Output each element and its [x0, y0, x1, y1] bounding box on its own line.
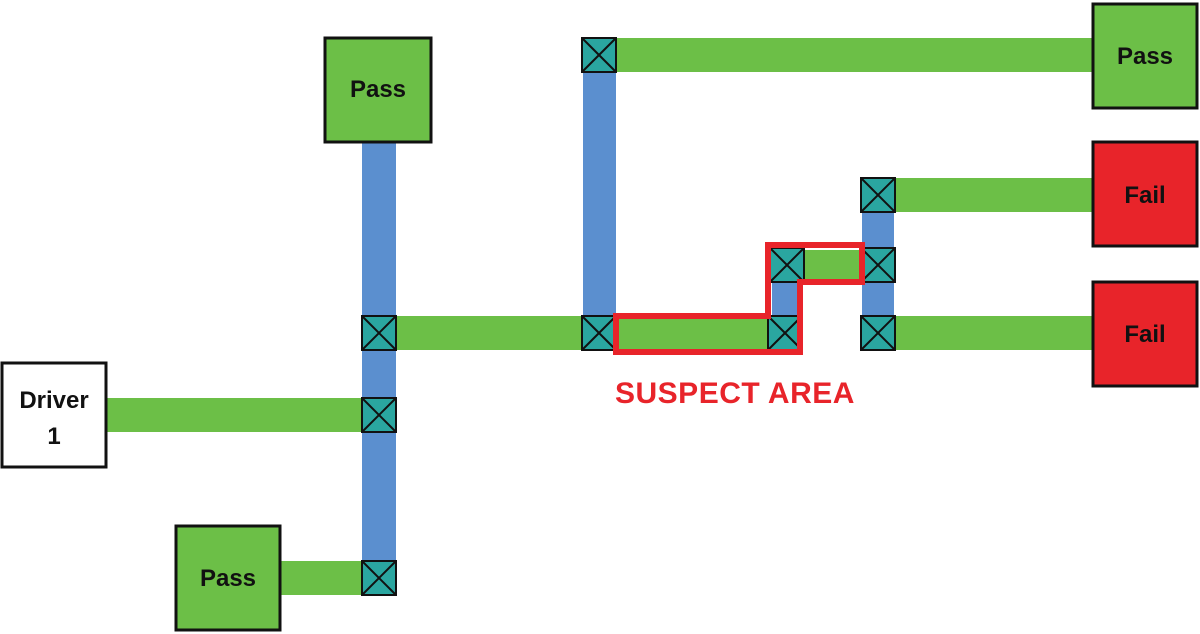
driver-label-line1: Driver [19, 387, 88, 414]
via-right-bottom [860, 315, 896, 351]
pass-label-top-left: Pass [350, 76, 406, 103]
fail-box-low-right [1091, 280, 1199, 388]
green-trace-suspect-lower [614, 316, 776, 350]
fail-label-low-right: Fail [1124, 321, 1165, 348]
green-trace-main-horizontal [390, 316, 588, 350]
via-suspect-lower [767, 315, 803, 351]
via-right-middle [860, 247, 896, 283]
driver-box [0, 361, 108, 469]
node-driver: Driver 1 [0, 361, 108, 469]
via-left-driver [361, 397, 397, 433]
via-right-top [860, 177, 896, 213]
pass-box-bottom-left [174, 524, 282, 632]
node-pass-top-right: Pass [1091, 2, 1199, 110]
green-trace-top-pass [614, 38, 1094, 72]
fail-label-mid-right: Fail [1124, 182, 1165, 209]
node-fail-low-right: Fail [1091, 280, 1199, 388]
pass-label-top-right: Pass [1117, 43, 1173, 70]
blue-traces [362, 52, 894, 590]
green-trace-suspect-upper [798, 250, 862, 280]
node-pass-top-left: Pass [323, 36, 433, 144]
via-left-bottom [361, 560, 397, 596]
via-left-main [361, 315, 397, 351]
green-trace-driver [106, 398, 368, 432]
driver-label-line2: 1 [47, 423, 60, 450]
fail-box-mid-right [1091, 140, 1199, 248]
via-middle-top [581, 37, 617, 73]
pass-box-top-left [323, 36, 433, 144]
green-trace-mid-fail [894, 178, 1094, 212]
suspect-area-outline [613, 242, 865, 355]
suspect-area-label: SUSPECT AREA [615, 377, 855, 410]
vias [361, 37, 896, 596]
pass-box-top-right [1091, 2, 1199, 110]
blue-trace-left-column [362, 140, 396, 590]
node-fail-mid-right: Fail [1091, 140, 1199, 248]
green-trace-low-fail [894, 316, 1094, 350]
green-trace-bottom-pass [280, 561, 368, 595]
via-middle-main [581, 315, 617, 351]
pass-label-bottom-left: Pass [200, 565, 256, 592]
via-suspect-upper [769, 247, 805, 283]
green-traces [106, 38, 1094, 595]
blue-trace-middle-column [583, 52, 616, 342]
node-pass-bottom-left: Pass [174, 524, 282, 632]
